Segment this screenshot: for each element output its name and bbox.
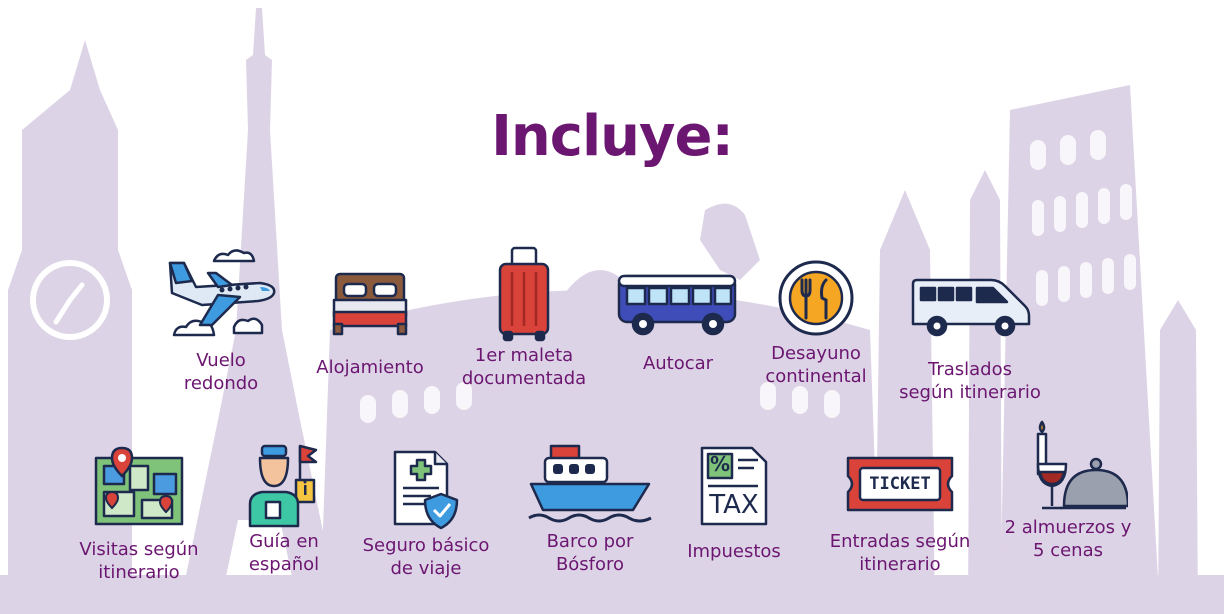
feature-item-impuestos: % TAX Impuestos <box>654 446 814 563</box>
feature-item-entradas: TICKET Entradas según itinerario <box>820 454 980 576</box>
feature-label-line2: Bósforo <box>555 554 625 575</box>
bed-icon <box>332 272 408 336</box>
feature-label-line1: 1er maleta <box>474 345 574 366</box>
feature-item-guia: Guía en español <box>204 440 364 576</box>
feature-label-line2: itinerario <box>859 554 941 575</box>
feature-label-line2: itinerario <box>98 562 180 583</box>
feature-label-line1: Entradas según <box>829 531 971 552</box>
breakfast-plate-icon <box>778 260 854 336</box>
feature-label-line2: según itinerario <box>899 382 1041 403</box>
feature-label-line1: Autocar <box>642 353 714 374</box>
feature-item-traslados: Traslados según itinerario <box>890 276 1050 404</box>
airplane-icon <box>168 249 276 337</box>
feature-label-line2: continental <box>765 366 867 387</box>
tax-text: TAX <box>709 490 759 520</box>
feature-label-line1: Barco por <box>546 531 634 552</box>
feature-label-line1: 2 almuerzos y <box>1004 517 1132 538</box>
feature-label-line1: Seguro básico <box>362 535 490 556</box>
feature-item-comidas: 2 almuerzos y 5 cenas <box>988 420 1148 562</box>
tour-guide-icon <box>248 444 318 528</box>
feature-label-line1: Traslados <box>927 359 1012 380</box>
feature-label-line1: Impuestos <box>687 541 781 562</box>
feature-label-line1: Visitas según <box>79 539 199 560</box>
feature-label-line2: 5 cenas <box>1033 540 1103 561</box>
feature-item-barco: Barco por Bósforo <box>510 444 670 576</box>
feature-item-vuelo: Vuelo redondo <box>141 247 301 395</box>
feature-label-line1: Vuelo <box>196 350 246 371</box>
feature-item-seguro: Seguro básico de viaje <box>346 448 506 580</box>
ticket-icon <box>846 456 954 512</box>
feature-label-line1: Alojamiento <box>316 357 424 378</box>
feature-item-visitas: Visitas según itinerario <box>59 444 219 584</box>
feature-label-line1: Guía en <box>249 531 319 552</box>
feature-label-line2: de viaje <box>390 558 462 579</box>
ship-icon <box>528 444 652 523</box>
insurance-document-icon <box>393 450 459 530</box>
bus-icon <box>617 274 737 336</box>
feature-label-line2: documentada <box>461 368 587 389</box>
feature-item-desayuno: Desayuno continental <box>736 256 896 388</box>
dinner-icon <box>1036 420 1128 510</box>
map-icon <box>94 446 184 526</box>
feature-item-maleta: 1er maleta documentada <box>444 246 604 390</box>
feature-item-autocar: Autocar <box>598 272 758 375</box>
feature-item-alojamiento: Alojamiento <box>290 268 450 379</box>
tax-percent-symbol: % <box>709 452 731 476</box>
page-title: Incluye: <box>491 104 734 169</box>
suitcase-icon <box>498 246 550 342</box>
feature-label-line2: redondo <box>183 373 259 394</box>
feature-label-line2: español <box>248 554 320 575</box>
van-icon <box>911 278 1031 337</box>
ticket-text: TICKET <box>869 474 931 494</box>
tax-document-icon <box>700 446 768 526</box>
feature-label-line1: Desayuno <box>771 343 861 364</box>
